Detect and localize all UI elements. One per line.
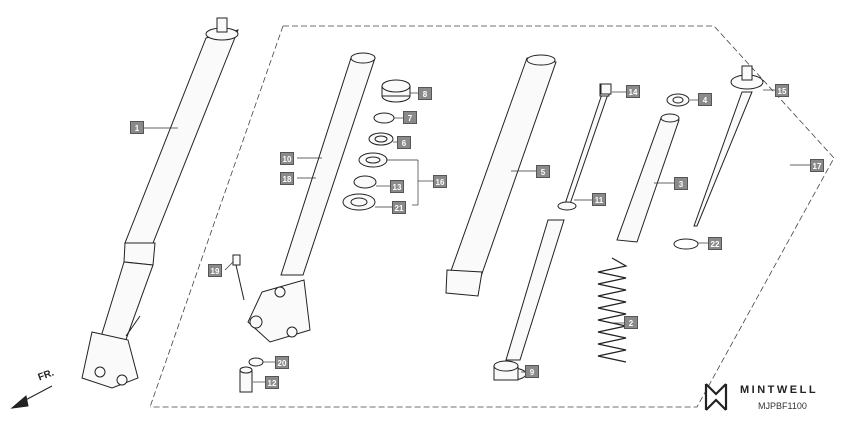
callout-4: 4 bbox=[698, 93, 712, 106]
seal-set bbox=[342, 152, 388, 211]
callout-17: 17 bbox=[810, 159, 824, 172]
callout-15: 15 bbox=[775, 84, 789, 97]
diagram-code: MJPBF1100 bbox=[758, 401, 807, 411]
bolt-19 bbox=[232, 254, 245, 301]
callout-8: 8 bbox=[418, 87, 432, 100]
fork-assembly-complete bbox=[81, 17, 239, 389]
bottom-bushing-9 bbox=[493, 360, 519, 381]
callout-2: 2 bbox=[624, 316, 638, 329]
inner-fork-tube bbox=[247, 52, 376, 343]
callout-20: 20 bbox=[275, 356, 289, 369]
callout-6: 6 bbox=[397, 136, 411, 149]
callout-16: 16 bbox=[433, 175, 447, 188]
callout-7: 7 bbox=[403, 111, 417, 124]
callout-9: 9 bbox=[525, 365, 539, 378]
fork-spring bbox=[597, 257, 628, 363]
brand-name: MINTWELL bbox=[740, 384, 819, 396]
outer-fork-tube bbox=[445, 54, 557, 297]
o-ring-22 bbox=[673, 238, 699, 250]
callout-22: 22 bbox=[708, 237, 722, 250]
adjuster-rod bbox=[693, 65, 764, 227]
callout-12: 12 bbox=[265, 376, 279, 389]
callout-14: 14 bbox=[626, 85, 640, 98]
callout-21: 21 bbox=[392, 201, 406, 214]
callout-18: 18 bbox=[280, 172, 294, 185]
callout-5: 5 bbox=[536, 165, 550, 178]
leader-lines bbox=[144, 89, 810, 383]
upper-bushings bbox=[368, 79, 411, 146]
cartridge-tube bbox=[616, 113, 680, 243]
brand-logo-mark bbox=[704, 383, 728, 411]
callout-10: 10 bbox=[280, 152, 294, 165]
callout-1: 1 bbox=[130, 121, 144, 134]
callout-3: 3 bbox=[674, 177, 688, 190]
callout-13: 13 bbox=[390, 180, 404, 193]
assembly-boundary-left bbox=[149, 25, 284, 408]
callout-11: 11 bbox=[592, 193, 606, 206]
axle-bolt-parts bbox=[239, 357, 264, 393]
caps bbox=[600, 83, 690, 107]
front-direction-arrow bbox=[10, 385, 53, 409]
assembly-boundary bbox=[150, 25, 835, 408]
callout-19: 19 bbox=[208, 264, 222, 277]
